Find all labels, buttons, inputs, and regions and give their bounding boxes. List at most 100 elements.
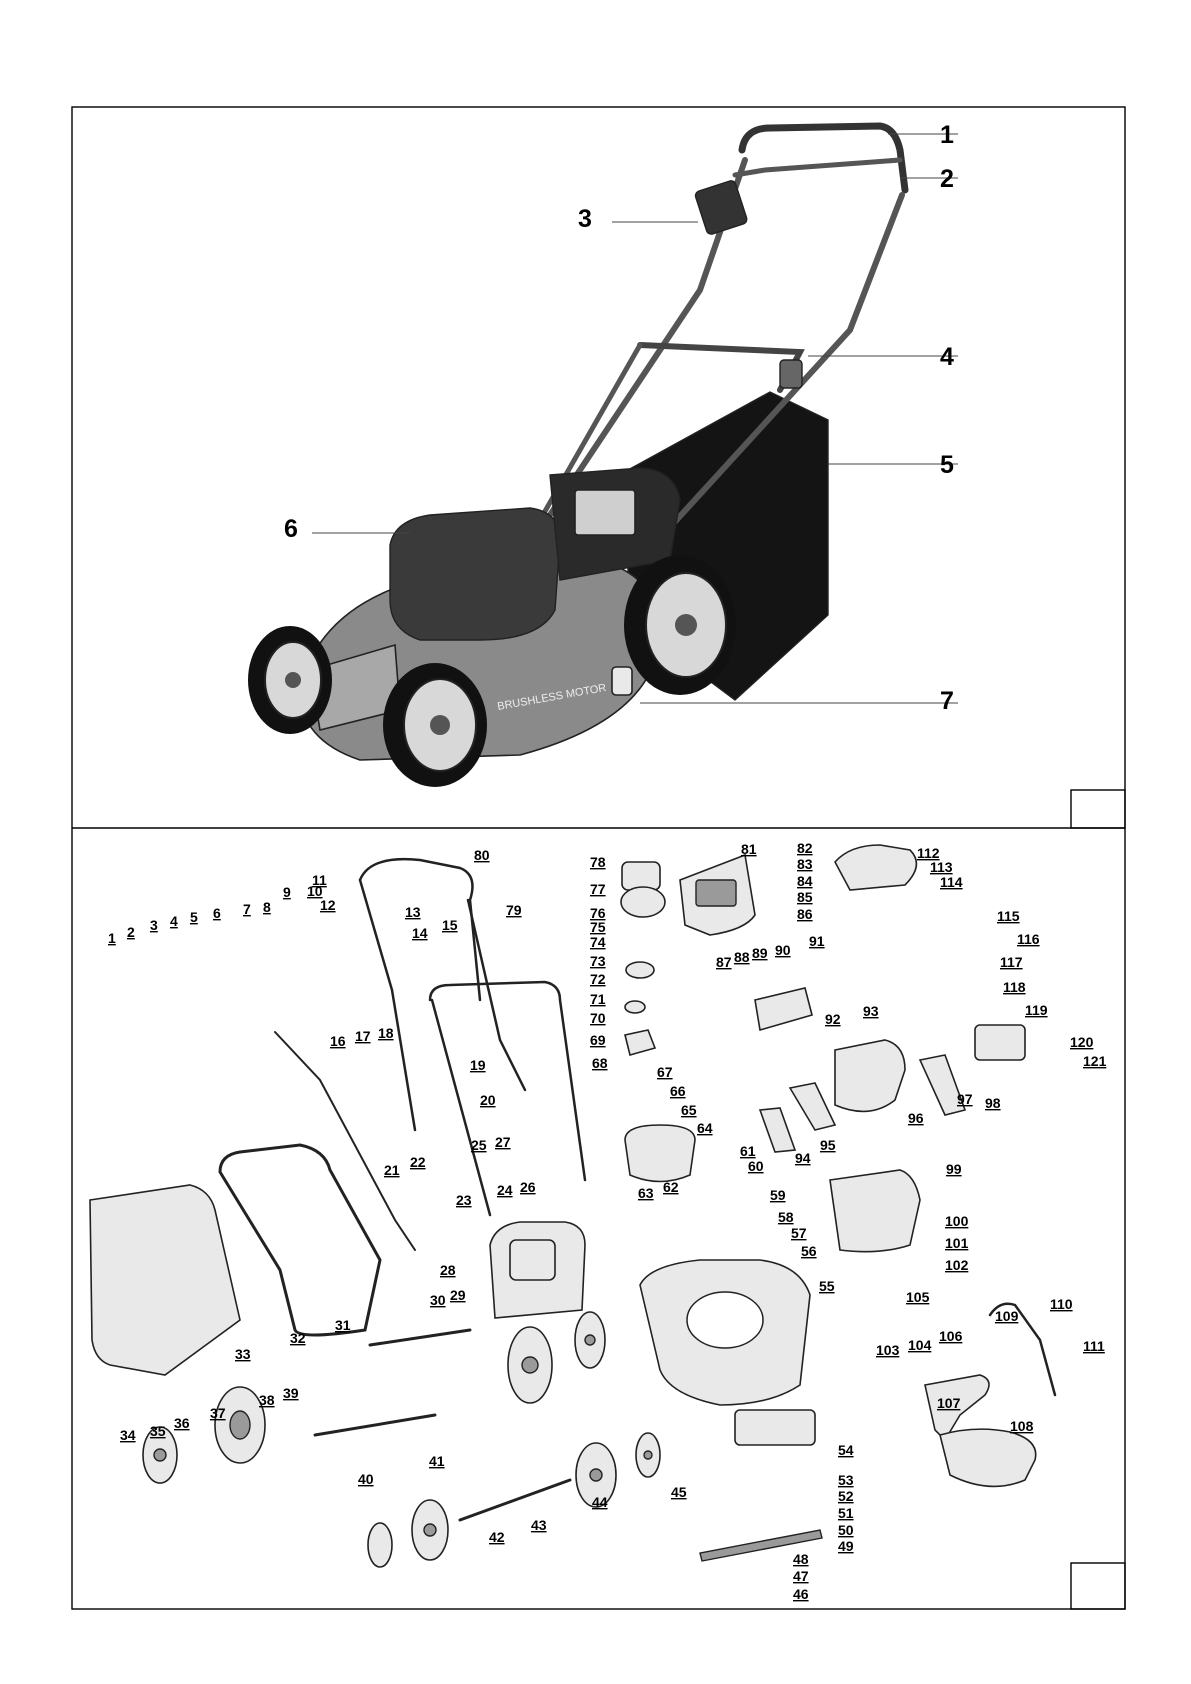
part-number-label: 47 <box>793 1568 809 1584</box>
part-number-label: 59 <box>770 1187 786 1203</box>
part-number-label: 42 <box>489 1529 505 1545</box>
part-number-label: 85 <box>797 889 813 905</box>
part-number-label: 103 <box>876 1342 900 1358</box>
part-motor-base-54 <box>734 1409 816 1446</box>
front-left-wheel <box>248 626 332 734</box>
part-number-label: 43 <box>531 1517 547 1533</box>
part-number-label: 86 <box>797 906 813 922</box>
part-number-label: 1 <box>108 930 116 946</box>
battery-pack <box>389 507 561 641</box>
part-number-label: 36 <box>174 1415 190 1431</box>
part-motor-mount-68 <box>624 1029 657 1056</box>
part-number-label: 52 <box>838 1488 854 1504</box>
part-number-label: 91 <box>809 933 825 949</box>
part-wheel-mid1 <box>507 1326 553 1404</box>
part-number-label: 46 <box>793 1586 809 1602</box>
part-number-label: 2 <box>127 924 135 940</box>
part-motor-78 <box>621 861 661 891</box>
part-number-label: 117 <box>1000 954 1023 970</box>
overview-callout: 6 <box>284 515 298 543</box>
part-side-cover-94 <box>758 1107 797 1153</box>
part-number-label: 120 <box>1070 1034 1094 1050</box>
part-number-label: 20 <box>480 1092 496 1108</box>
part-lower-handle <box>428 980 587 1182</box>
part-cup-64 <box>624 1124 696 1183</box>
part-side-cover-95 <box>788 1082 837 1131</box>
part-number-label: 94 <box>795 1150 811 1166</box>
part-number-label: 119 <box>1025 1002 1048 1018</box>
part-number-label: 104 <box>908 1337 932 1353</box>
part-number-label: 50 <box>838 1522 854 1538</box>
part-number-label: 28 <box>440 1262 456 1278</box>
part-wheel-front2 <box>367 1522 393 1568</box>
part-number-label: 83 <box>797 856 813 872</box>
overview-callout: 4 <box>940 343 954 371</box>
part-number-label: 95 <box>820 1137 836 1153</box>
part-number-label: 82 <box>797 840 813 856</box>
explosion-corner-box <box>1070 1562 1126 1610</box>
part-bag-frame <box>218 1143 382 1337</box>
part-number-label: 38 <box>259 1392 275 1408</box>
part-wheel-front1 <box>411 1499 449 1561</box>
mower-illustration: BRUSHLESS MOTOR <box>248 122 909 787</box>
part-number-label: 88 <box>734 949 750 965</box>
part-number-label: 15 <box>442 917 458 933</box>
part-number-label: 114 <box>940 874 963 890</box>
part-number-label: 40 <box>358 1471 374 1487</box>
part-number-label: 70 <box>590 1010 606 1026</box>
part-number-label: 78 <box>590 854 606 870</box>
part-wheel-37 <box>214 1386 266 1464</box>
part-number-label: 118 <box>1003 979 1026 995</box>
part-number-label: 45 <box>671 1484 687 1500</box>
part-top-cover <box>834 844 918 891</box>
part-number-label: 57 <box>791 1225 807 1241</box>
exploded-view <box>89 844 1057 1568</box>
front-right-wheel <box>383 663 487 787</box>
part-number-label: 67 <box>657 1064 673 1080</box>
overview-frame <box>71 106 1126 1610</box>
part-number-label: 30 <box>430 1292 446 1308</box>
switch-box <box>694 180 748 235</box>
part-number-label: 51 <box>838 1505 854 1521</box>
overview-callout: 2 <box>940 165 954 193</box>
part-wheel-34 <box>142 1426 178 1484</box>
part-number-label: 80 <box>474 847 490 863</box>
part-number-label: 25 <box>471 1137 487 1153</box>
part-number-label: 5 <box>190 909 198 925</box>
part-number-label: 77 <box>590 881 606 897</box>
part-number-label: 49 <box>838 1538 854 1554</box>
part-number-label: 7 <box>243 901 251 917</box>
part-side-cover-97 <box>918 1054 967 1116</box>
part-number-label: 19 <box>470 1057 486 1073</box>
part-number-label: 6 <box>213 905 221 921</box>
part-number-label: 108 <box>1010 1418 1034 1434</box>
overview-callout: 7 <box>940 687 954 715</box>
part-number-label: 65 <box>681 1102 697 1118</box>
part-number-label: 8 <box>263 899 271 915</box>
part-number-label: 32 <box>290 1330 306 1346</box>
part-panel-119 <box>974 1024 1026 1061</box>
part-number-label: 98 <box>985 1095 1001 1111</box>
part-number-label: 99 <box>946 1161 962 1177</box>
part-number-label: 37 <box>210 1405 226 1421</box>
part-grass-bag <box>89 1184 241 1376</box>
part-number-label: 63 <box>638 1185 654 1201</box>
overview-callout: 3 <box>578 205 592 233</box>
part-number-label: 24 <box>497 1182 513 1198</box>
part-number-label: 35 <box>150 1423 166 1439</box>
part-number-label: 100 <box>945 1213 969 1229</box>
part-number-label: 16 <box>330 1033 346 1049</box>
part-number-label: 9 <box>283 884 291 900</box>
part-number-label: 79 <box>506 902 522 918</box>
part-handle-110 <box>988 1302 1057 1397</box>
part-number-label: 29 <box>450 1287 466 1303</box>
part-number-label: 111 <box>1083 1338 1105 1354</box>
part-number-label: 48 <box>793 1551 809 1567</box>
overview-callout: 5 <box>940 451 954 479</box>
part-wheel-45 <box>635 1432 661 1478</box>
part-number-label: 56 <box>801 1243 817 1259</box>
part-number-label: 93 <box>863 1003 879 1019</box>
part-number-label: 106 <box>939 1328 963 1344</box>
part-number-label: 90 <box>775 942 791 958</box>
